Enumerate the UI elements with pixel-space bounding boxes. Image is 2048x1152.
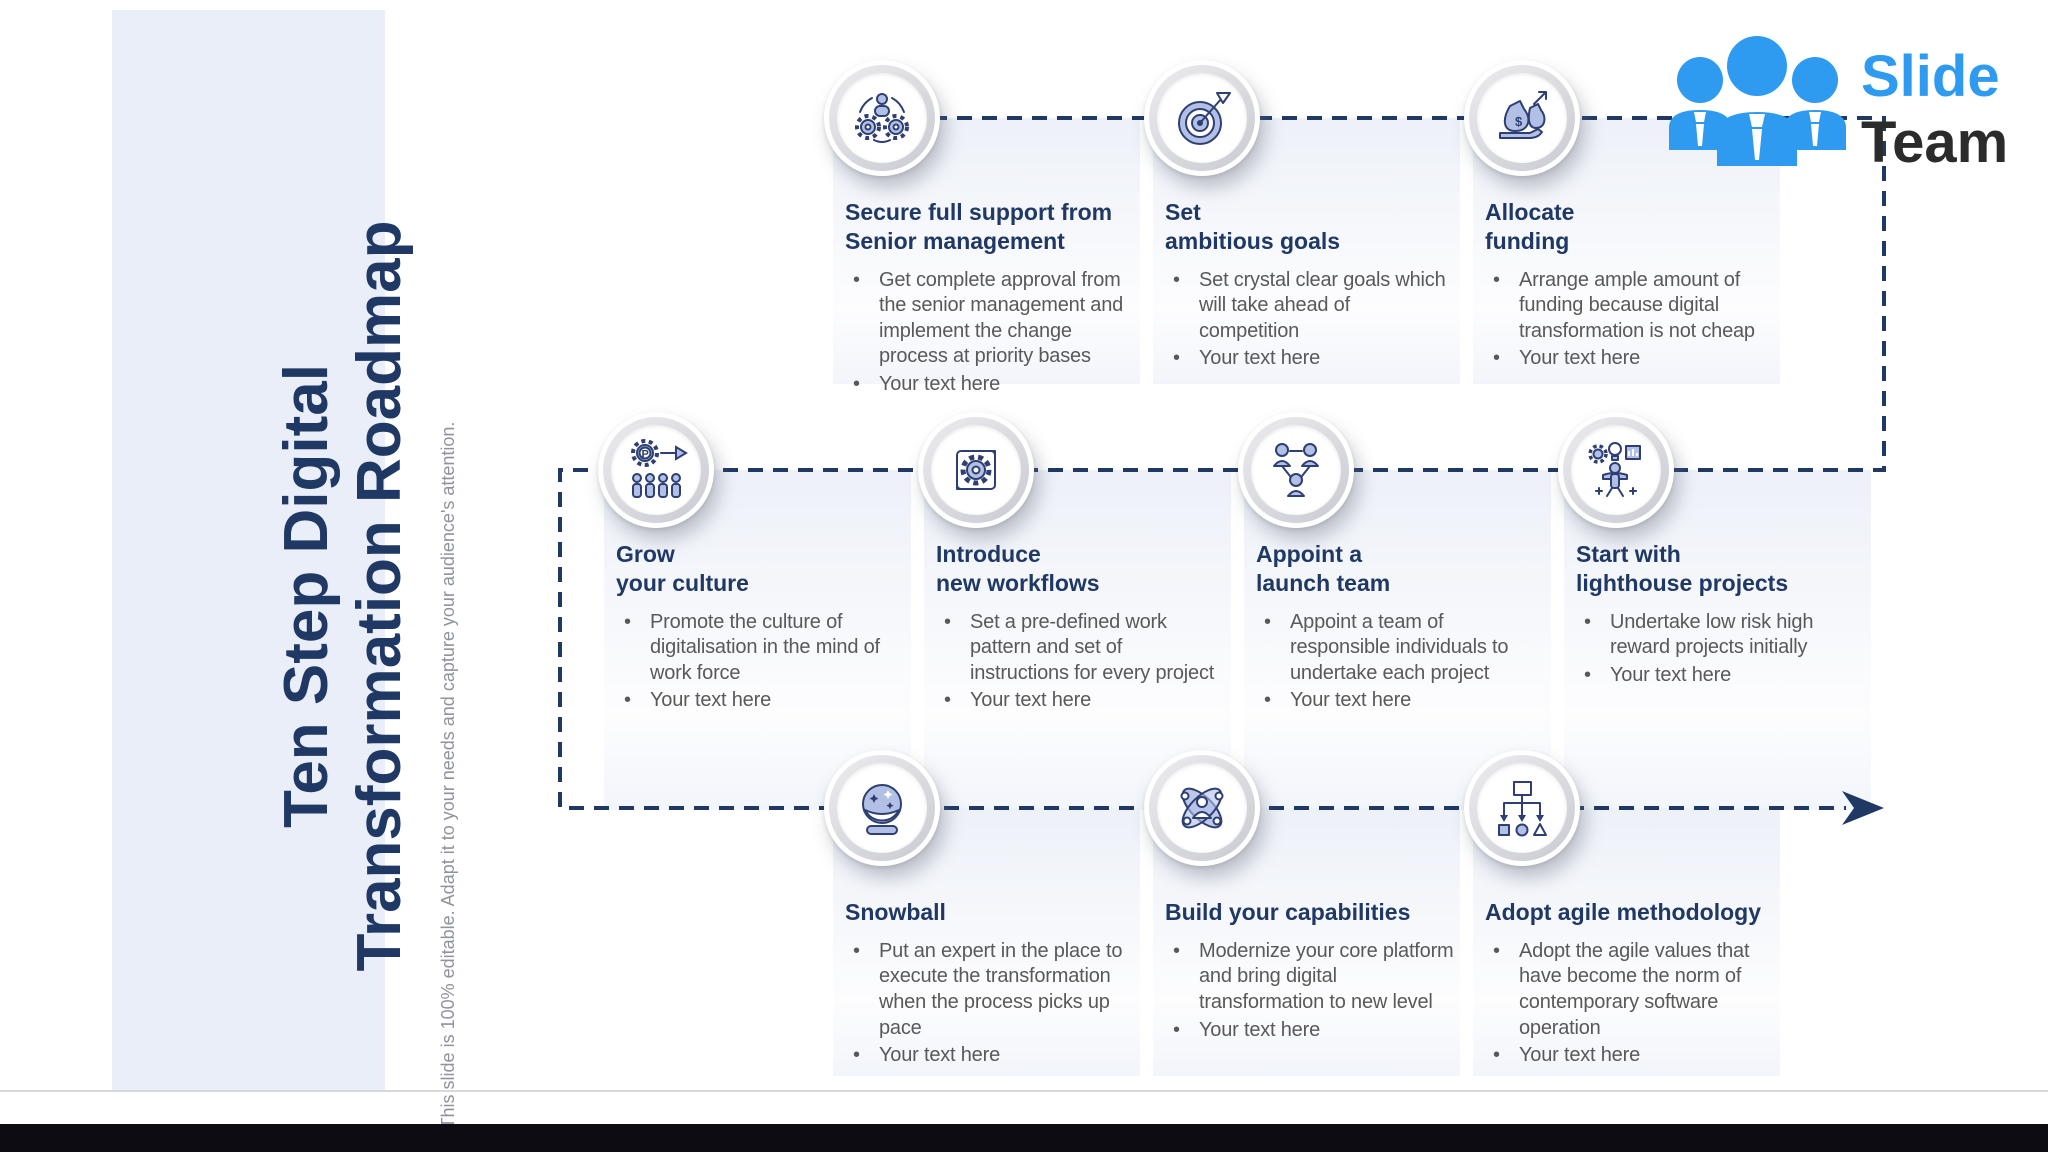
three-people-icon — [1669, 36, 1846, 166]
step-node-7 — [1558, 412, 1674, 528]
launch-team-network-icon — [1273, 443, 1319, 497]
bullet-item: Your text here — [1582, 663, 1866, 689]
step-bullets: Set a pre-defined work pattern and set o… — [924, 610, 1231, 714]
logo-word-slide: Slide — [1861, 44, 2000, 109]
bullet-item: Your text here — [622, 688, 906, 714]
step-title: Introduce new workflows — [936, 541, 1100, 596]
step-node-2 — [1144, 60, 1260, 176]
step-bullets: Put an expert in the place to execute th… — [833, 939, 1140, 1069]
workflow-cycle-icon — [956, 450, 996, 490]
step-title: Adopt agile methodology — [1485, 899, 1761, 925]
bullet-item: Set a pre-defined work pattern and set o… — [942, 610, 1226, 687]
step-node-4: P — [598, 412, 714, 528]
step-node-3: $ — [1464, 60, 1580, 176]
bullet-item: Your text here — [1491, 346, 1775, 372]
bullet-item: Your text here — [1171, 346, 1455, 372]
step-node-8 — [824, 750, 940, 866]
slide-bottom-edge — [0, 1090, 2048, 1092]
step-card-7: Start with lighthouse projects Undertake… — [1564, 470, 1871, 810]
bullet-item: Appoint a team of responsible individual… — [1262, 610, 1546, 687]
bullet-item: Your text here — [1171, 1018, 1455, 1044]
arrow-head-icon — [1842, 791, 1884, 825]
step-node-5 — [918, 412, 1034, 528]
step-title: Allocate funding — [1485, 199, 1575, 254]
org-chart-shapes-icon — [1498, 781, 1547, 837]
step-title: Start with lighthouse projects — [1576, 541, 1789, 596]
step-bullets: Promote the culture of digitalisation in… — [604, 610, 911, 714]
slideteam-logo: Slide Team — [1669, 36, 2008, 175]
step-card-1: Secure full support from Senior manageme… — [833, 118, 1140, 397]
step-bullets: Get complete approval from the senior ma… — [833, 268, 1140, 398]
bullet-item: Your text here — [851, 372, 1135, 398]
svg-text:$: $ — [1515, 114, 1523, 129]
crystal-ball-icon — [862, 784, 902, 835]
step-title: Snowball — [845, 899, 946, 925]
bullet-item: Put an expert in the place to execute th… — [851, 939, 1135, 1041]
bullet-item: Your text here — [1491, 1043, 1775, 1069]
atom-person-icon — [1180, 787, 1224, 829]
bullet-item: Set crystal clear goals which will take … — [1171, 268, 1455, 345]
bullet-item: Promote the culture of digitalisation in… — [622, 610, 906, 687]
bullet-item: Modernize your core platform and bring d… — [1171, 939, 1455, 1016]
lighthouse-idea-icon — [1588, 442, 1641, 497]
bottom-bar — [0, 1124, 2048, 1152]
svg-text:P: P — [642, 449, 649, 461]
step-node-9 — [1144, 750, 1260, 866]
funding-hand-icon: $ — [1499, 91, 1547, 139]
step-bullets: Set crystal clear goals which will take … — [1153, 268, 1460, 372]
step-card-10: Adopt agile methodology Adopt the agile … — [1473, 808, 1780, 1076]
step-title: Secure full support from Senior manageme… — [845, 199, 1113, 254]
step-title: Set ambitious goals — [1165, 199, 1341, 254]
step-bullets: Adopt the agile values that have become … — [1473, 939, 1780, 1069]
step-node-6 — [1238, 412, 1354, 528]
step-bullets: Arrange ample amount of funding because … — [1473, 268, 1780, 372]
bullet-item: Your text here — [851, 1043, 1135, 1069]
bullet-item: Arrange ample amount of funding because … — [1491, 268, 1775, 345]
logo-word-team: Team — [1861, 110, 2008, 175]
sidebar: Ten Step Digital Transformation Roadmap … — [112, 10, 458, 1128]
step-bullets: Appoint a team of responsible individual… — [1244, 610, 1551, 714]
step-title: Grow your culture — [616, 541, 749, 596]
culture-gear-people-icon: P — [631, 439, 688, 498]
bullet-item: Your text here — [942, 688, 1226, 714]
step-title: Appoint a launch team — [1256, 541, 1391, 596]
bullet-item: Get complete approval from the senior ma… — [851, 268, 1135, 370]
bullet-item: Undertake low risk high reward projects … — [1582, 610, 1866, 661]
target-dart-icon — [1178, 92, 1231, 145]
step-title: Build your capabilities — [1165, 899, 1411, 925]
bullet-item: Adopt the agile values that have become … — [1491, 939, 1775, 1041]
step-node-1 — [824, 60, 940, 176]
step-node-10 — [1464, 750, 1580, 866]
step-bullets: Modernize your core platform and bring d… — [1153, 939, 1460, 1043]
team-gears-icon — [855, 93, 909, 143]
bullet-item: Your text here — [1262, 688, 1546, 714]
step-bullets: Undertake low risk high reward projects … — [1564, 610, 1871, 689]
